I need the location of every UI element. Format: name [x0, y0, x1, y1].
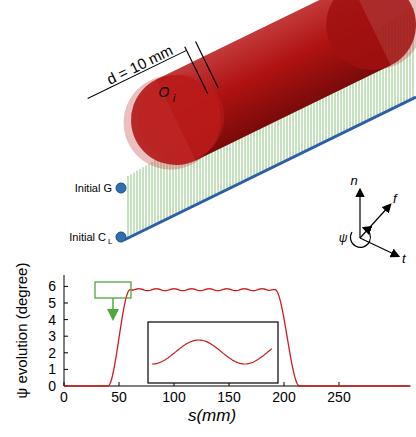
- annotation: t: [402, 252, 406, 265]
- tick-label: 50: [111, 390, 127, 404]
- annotation: L: [108, 238, 112, 246]
- tick-label: 0: [60, 390, 68, 404]
- annotation: Initial G: [75, 183, 112, 194]
- psi-curve: [64, 289, 411, 386]
- zoom-arrow: [112, 298, 114, 318]
- tick-label: 5: [48, 296, 56, 310]
- tick-label: 200: [272, 390, 295, 404]
- tick-label: 250: [327, 390, 350, 404]
- initial-point: [116, 183, 126, 193]
- tick-label: 0: [48, 379, 56, 393]
- axis-title: ψ evolution (degree): [15, 262, 30, 398]
- annotation: ψ: [339, 232, 348, 244]
- inset: [148, 322, 278, 383]
- annotation: f: [393, 192, 397, 205]
- annotation: n: [350, 174, 357, 187]
- inset-curve: [152, 340, 272, 364]
- axis-triad: [350, 190, 398, 256]
- chart-axes: [64, 275, 410, 386]
- tick-label: 100: [162, 390, 185, 404]
- zoom-box: [95, 282, 131, 298]
- tick-label: 150: [217, 390, 240, 404]
- tick-label: 3: [48, 329, 56, 343]
- tick-label: 1: [48, 362, 56, 376]
- annotation: Initial C: [69, 232, 106, 243]
- tick-label: 4: [48, 313, 56, 327]
- initial-point: [116, 232, 126, 242]
- ticks: [64, 286, 339, 386]
- roller: [86, 0, 416, 193]
- annotation: O: [159, 85, 170, 99]
- annotation: i: [173, 94, 175, 104]
- axis-title: s(mm): [188, 407, 236, 424]
- tick-label: 6: [48, 279, 56, 293]
- tick-label: 2: [48, 346, 56, 360]
